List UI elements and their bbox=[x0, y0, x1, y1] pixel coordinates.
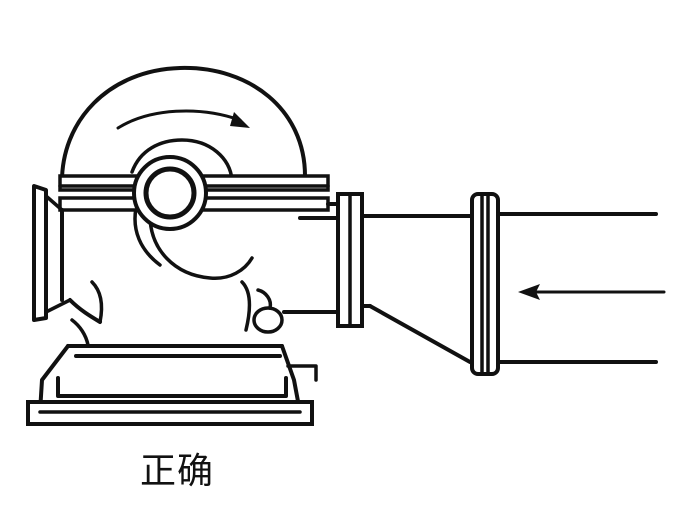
shaft-hub bbox=[132, 155, 208, 231]
flange-1 bbox=[336, 192, 364, 328]
pump-outlet-pipe bbox=[282, 202, 342, 314]
left-end-flange bbox=[32, 184, 72, 322]
flow-arrow-icon bbox=[518, 284, 666, 300]
pump-lower-body bbox=[60, 208, 284, 347]
suction-pipe bbox=[496, 212, 658, 364]
pump-base bbox=[26, 344, 318, 426]
eccentric-reducer bbox=[360, 214, 476, 364]
pump-volute-casing bbox=[59, 65, 307, 280]
rotation-arrow-icon bbox=[116, 109, 250, 130]
caption-label: 正确 bbox=[140, 451, 215, 492]
flange-2 bbox=[470, 192, 500, 376]
